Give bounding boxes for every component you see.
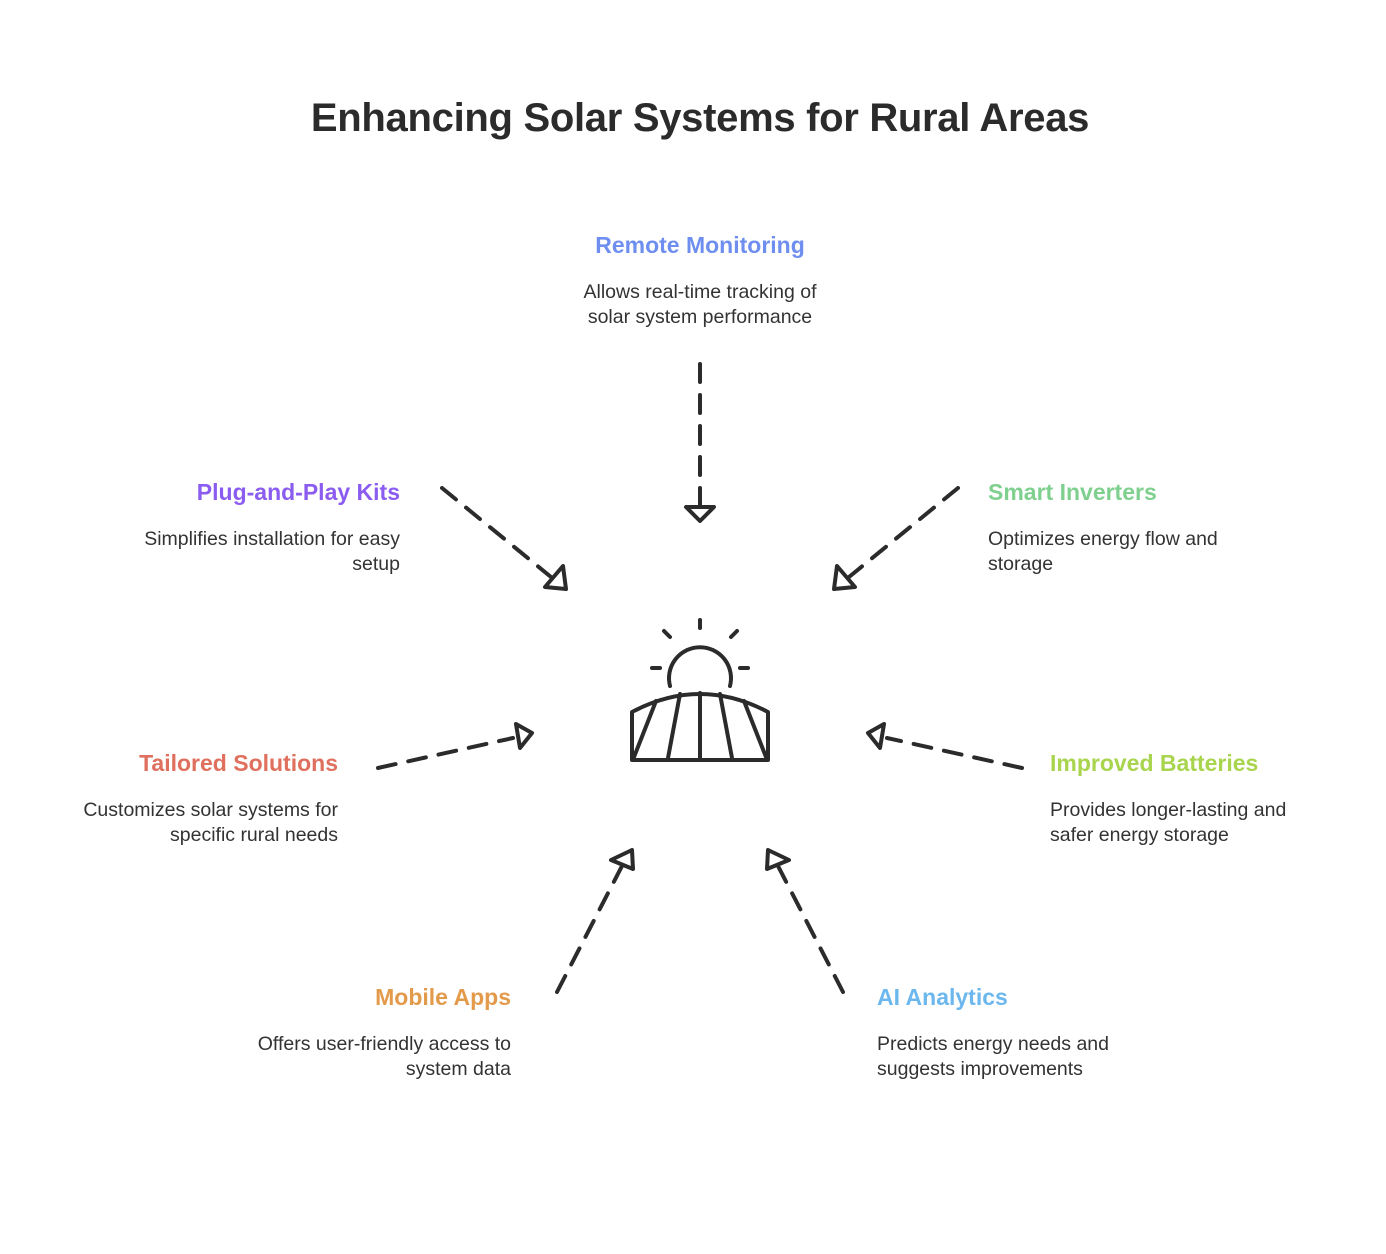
node-description-line: storage <box>988 553 1054 575</box>
node-description: Offers user-friendly access to system da… <box>191 1032 511 1082</box>
node-title: Mobile Apps <box>375 984 511 1010</box>
node-description: Simplifies installation for easy setup <box>80 527 400 577</box>
node-description-line: suggests improvements <box>877 1058 1083 1080</box>
node-description-line: safer energy storage <box>1050 824 1229 846</box>
node-title: Remote Monitoring <box>595 232 805 258</box>
node-improved-batteries: Improved Batteries Provides longer-lasti… <box>1050 749 1370 848</box>
arrow-remote-monitoring <box>684 362 716 523</box>
node-description-line: solar system performance <box>587 306 813 328</box>
arrow-mobile-apps <box>555 848 635 994</box>
diagram-title: Enhancing Solar Systems for Rural Areas <box>310 96 1090 140</box>
node-title: AI Analytics <box>877 984 1008 1010</box>
arrow-plug-and-play-kits <box>440 486 568 591</box>
node-title: Plug-and-Play Kits <box>196 479 400 505</box>
node-description-line: system data <box>405 1058 511 1080</box>
node-title: Improved Batteries <box>1050 750 1259 776</box>
node-mobile-apps: Mobile Apps Offers user-friendly access … <box>191 983 511 1082</box>
node-description-line: Predicts energy needs and <box>877 1033 1109 1055</box>
node-description-line: Offers user-friendly access to <box>257 1033 511 1055</box>
arrow-ai-analytics <box>765 848 845 994</box>
node-ai-analytics: AI Analytics Predicts energy needs and s… <box>877 983 1197 1082</box>
node-description: Allows real-time tracking of solar syste… <box>520 280 880 330</box>
node-description-line: Customizes solar systems for <box>83 799 338 821</box>
node-description-line: Simplifies installation for easy <box>144 528 400 550</box>
node-description-line: Provides longer-lasting and <box>1050 799 1287 821</box>
node-plug-and-play-kits: Plug-and-Play Kits Simplifies installati… <box>80 478 400 577</box>
node-title: Tailored Solutions <box>139 750 338 776</box>
node-description: Customizes solar systems for specific ru… <box>18 798 338 848</box>
node-description: Provides longer-lasting and safer energy… <box>1050 798 1370 848</box>
node-description-line: Optimizes energy flow and <box>988 528 1218 550</box>
node-title: Smart Inverters <box>988 479 1157 505</box>
arrow-smart-inverters <box>832 486 960 591</box>
node-description-line: specific rural needs <box>170 824 338 846</box>
arrow-tailored-solutions <box>376 722 534 770</box>
node-smart-inverters: Smart Inverters Optimizes energy flow an… <box>988 478 1308 577</box>
node-description-line: setup <box>352 553 400 575</box>
node-remote-monitoring: Remote Monitoring Allows real-time track… <box>520 231 880 330</box>
arrow-improved-batteries <box>866 722 1024 770</box>
node-tailored-solutions: Tailored Solutions Customizes solar syst… <box>18 749 338 848</box>
node-description: Predicts energy needs and suggests impro… <box>877 1032 1197 1082</box>
node-description-line: Allows real-time tracking of <box>583 281 817 303</box>
solar-panel-sun-icon <box>630 618 770 762</box>
node-description: Optimizes energy flow and storage <box>988 527 1308 577</box>
